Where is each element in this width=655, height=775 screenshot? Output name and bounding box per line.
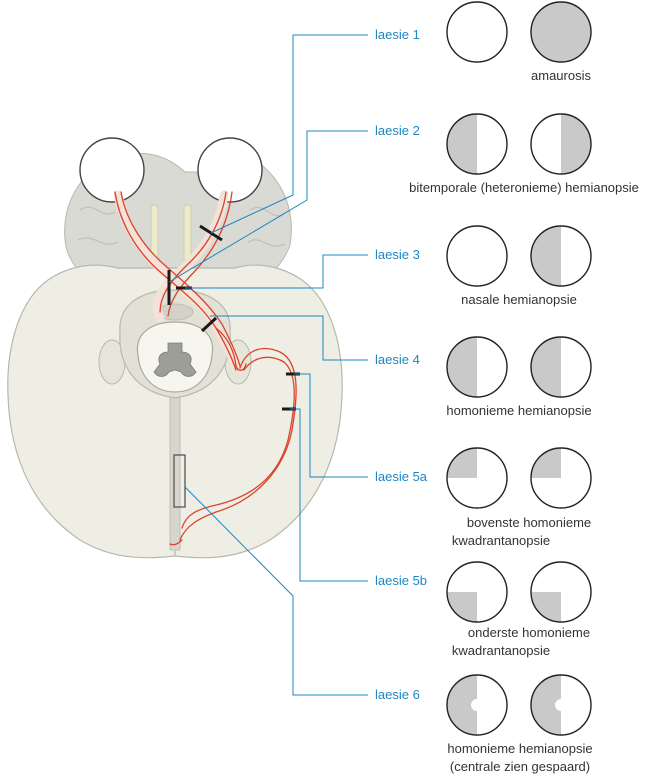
- leader-line-6: [184, 486, 368, 696]
- visual-field-row-6: [446, 674, 592, 736]
- caption-5b-line1: onderste homonieme: [468, 625, 590, 640]
- visual-field-row-2: [446, 113, 592, 175]
- lesion-mark-6: [173, 454, 186, 508]
- visual-field-right-3: [530, 225, 592, 287]
- leader-lines: [168, 34, 368, 696]
- visual-field-left-5a: [446, 447, 508, 509]
- lesion-label-1: laesie 1: [375, 27, 420, 42]
- lesion-label-3: laesie 3: [375, 247, 420, 262]
- visual-field-left-5b: [446, 561, 508, 623]
- visual-field-row-5b: [446, 561, 592, 623]
- caption-1: amaurosis: [531, 68, 591, 83]
- caption-5a-line1: bovenste homonieme: [467, 515, 591, 530]
- visual-field-right-5a-loss: [531, 448, 561, 478]
- visual-field-left-5a-loss: [447, 448, 477, 478]
- leader-line-3: [185, 254, 368, 289]
- lesion-label-5b: laesie 5b: [375, 573, 427, 588]
- visual-field-left-6-loss: [447, 675, 477, 735]
- caption-5b-line2: kwadrantanopsie: [452, 643, 550, 658]
- lesion-mark-4: [200, 316, 218, 333]
- lesion-label-4: laesie 4: [375, 352, 420, 367]
- visual-field-right-6-loss: [531, 675, 561, 735]
- caption-2: bitemporale (heteronieme) hemianopsie: [409, 180, 639, 195]
- visual-field-row-3: [446, 225, 592, 287]
- midline-fissure: [169, 389, 181, 551]
- visual-field-row-1: [446, 1, 592, 63]
- brain-illustration: [7, 153, 343, 559]
- visual-field-right-5b-loss: [531, 592, 561, 622]
- visual-field-right-2: [530, 113, 592, 175]
- optic-radiation-lower: [181, 356, 295, 529]
- visual-field-right-4-loss: [531, 337, 561, 397]
- visual-field-right-2-loss: [561, 114, 591, 174]
- caption-4: homonieme hemianopsie: [446, 403, 591, 418]
- visual-field-right-4: [530, 336, 592, 398]
- visual-fields: [446, 1, 592, 736]
- optic-tract: [215, 327, 247, 371]
- visual-field-left-1: [446, 1, 508, 63]
- visual-field-left-4: [446, 336, 508, 398]
- visual-field-right-6: [530, 674, 592, 736]
- optic-nerve-right-fibre-b: [167, 191, 233, 317]
- visual-field-left-4-loss: [447, 337, 477, 397]
- lesion-label-5a: laesie 5a: [375, 469, 428, 484]
- leader-line-5b: [290, 408, 368, 582]
- aqueduct-shape: [153, 342, 197, 377]
- captions: amaurosis bitemporale (heteronieme) hemi…: [409, 68, 639, 774]
- caption-3: nasale hemianopsie: [461, 292, 577, 307]
- visual-field-left-6: [446, 674, 508, 736]
- lesion-label-2: laesie 2: [375, 123, 420, 138]
- visual-field-left-2-loss: [447, 114, 477, 174]
- visual-field-right-5b: [530, 561, 592, 623]
- optic-radiation-upper: [179, 347, 297, 541]
- olfactory-tract-right: [183, 204, 192, 264]
- visual-field-left-2: [446, 113, 508, 175]
- eye-right: [197, 137, 263, 203]
- caption-6-line1: homonieme hemianopsie: [447, 741, 592, 756]
- visual-field-right-3-loss: [531, 226, 561, 286]
- visual-field-row-4: [446, 336, 592, 398]
- caption-5a-line2: kwadrantanopsie: [452, 533, 550, 548]
- visual-field-right-5a: [530, 447, 592, 509]
- eye-left: [79, 137, 145, 203]
- leader-line-5a: [294, 373, 368, 478]
- lesion-label-6: laesie 6: [375, 687, 420, 702]
- visual-field-left-3: [446, 225, 508, 287]
- caption-6-line2: (centrale zien gespaard): [450, 759, 590, 774]
- visual-field-left-5b-loss: [447, 592, 477, 622]
- leader-line-4: [210, 315, 368, 361]
- lesion-labels: laesie 1 laesie 2 laesie 3 laesie 4 laes…: [375, 27, 428, 702]
- visual-field-row-5a: [446, 447, 592, 509]
- optic-nerve-left-fibre-a: [114, 191, 237, 371]
- leader-line-2: [168, 130, 368, 283]
- leader-line-1: [210, 34, 368, 234]
- optic-nerve-right-fibre-a: [159, 191, 227, 313]
- visual-field-right-1: [530, 1, 592, 63]
